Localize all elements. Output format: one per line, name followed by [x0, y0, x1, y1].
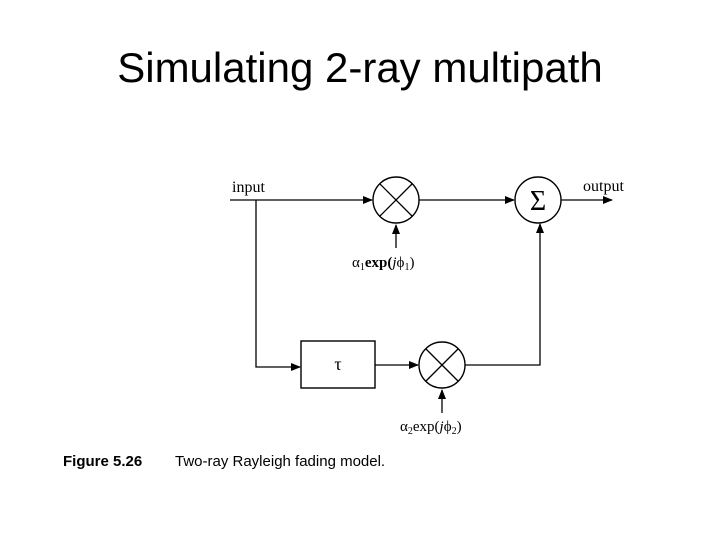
- multiplier2-cross-b: [425, 348, 459, 382]
- output-label: output: [583, 178, 624, 195]
- multiplier1: [372, 176, 420, 224]
- multiplier2: [418, 341, 466, 389]
- delay-symbol: τ: [334, 354, 341, 374]
- multiplier2-to-sum-line: [465, 223, 544, 366]
- multiplier1-cross-b: [379, 183, 413, 217]
- input-to-delay-line: [255, 200, 301, 371]
- figure-caption: Two-ray Rayleigh fading model.: [175, 453, 385, 470]
- delay-block: τ: [300, 340, 376, 389]
- gain1-label: α1exp(jϕ1): [352, 255, 414, 273]
- delay-box: [300, 340, 376, 389]
- sum-symbol: Σ: [530, 186, 546, 217]
- summer: Σ: [514, 176, 562, 224]
- figure-label: Figure 5.26: [63, 453, 142, 470]
- input-label: input: [232, 179, 265, 196]
- gain2-label: α2exp(jϕ2): [400, 419, 462, 437]
- slide-title: Simulating 2-ray multipath: [117, 44, 603, 91]
